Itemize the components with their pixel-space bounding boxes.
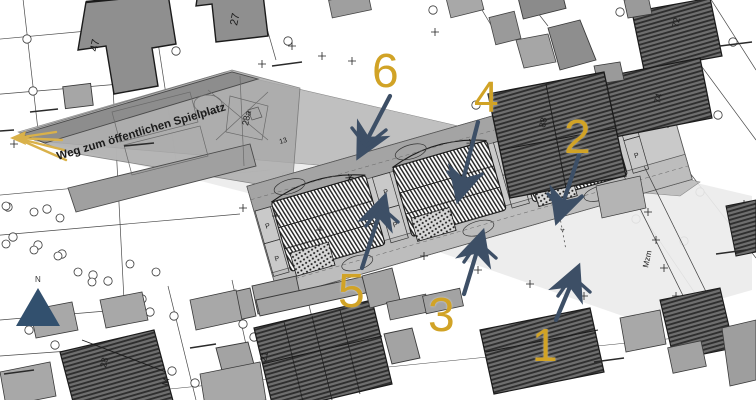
marker-4[interactable]: 4 (474, 73, 499, 122)
playground-direction-arrow (10, 130, 68, 162)
svg-text:13: 13 (279, 137, 289, 146)
svg-text:74: 74 (652, 93, 664, 105)
svg-text:88: 88 (537, 117, 549, 129)
footpath-strip-lower (67, 143, 257, 213)
svg-text:M: M (160, 377, 171, 386)
svg-text:28: 28 (98, 357, 110, 369)
svg-text:21: 21 (258, 351, 270, 363)
marker-5[interactable]: 5 (338, 265, 365, 318)
wedge-kiosk (247, 106, 263, 121)
north-label: N (35, 275, 41, 284)
marker-3[interactable]: 3 (428, 289, 455, 342)
marker-1[interactable]: 1 (532, 319, 558, 371)
svg-text:Mzm: Mzm (641, 249, 653, 268)
svg-text:P: P (265, 223, 272, 231)
arrow-barbs (350, 126, 592, 298)
svg-text:P: P (392, 221, 399, 229)
svg-text:72: 72 (670, 17, 682, 29)
callout-arrows (356, 93, 586, 323)
marker-6[interactable]: 6 (372, 45, 399, 98)
buildings-bottom-right (725, 199, 756, 257)
marker-2[interactable]: 2 (564, 111, 591, 164)
wedge-subdivisions (111, 75, 269, 176)
svg-text:P: P (633, 152, 640, 160)
svg-text:28a: 28a (240, 110, 253, 127)
svg-text:27: 27 (228, 12, 242, 26)
map-dashes (0, 41, 753, 375)
svg-text:47: 47 (88, 38, 102, 52)
svg-text:4: 4 (560, 227, 567, 232)
boundary-nodes-2 (1, 201, 161, 287)
north-arrow-icon (16, 288, 60, 326)
parcel-number-labels: 47 27 28a 13 88 72 74 28 21 M Mzm 38 4 (88, 12, 682, 386)
svg-text:P: P (274, 255, 281, 263)
